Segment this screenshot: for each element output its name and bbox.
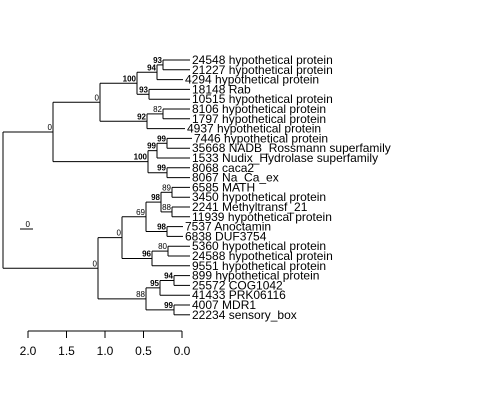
leaf-label: 8068 caca2 [192,161,254,175]
bootstrap-support-label: 89 [162,183,171,192]
leaf-label: 2241 Methyltransf_21 [192,200,308,214]
leaf-label: 4294 hypothetical protein [185,73,319,87]
bootstrap-support-label: 93 [139,85,148,94]
leaf-label: 7446 hypothetical protein [194,131,328,145]
leaf-label: 6838 DUF3754 [185,229,267,243]
bootstrap-support-label: 99 [164,301,173,310]
bootstrap-support-label: 82 [153,105,162,114]
bootstrap-support-label: 94 [147,63,156,72]
leaf-label: 25572 COG1042 [192,278,283,292]
leaf-label: 8106 hypothetical protein [192,102,326,116]
bootstrap-support-label: 88 [136,290,145,299]
leaf-label: 10515 hypothetical protein [192,92,333,106]
bootstrap-support-label: 0 [117,229,122,238]
bootstrap-support-label: 80 [158,242,167,251]
leaf-label: 5360 hypothetical protein [192,239,326,253]
leaf-label: 35668 NADB_Rossmann superfamily [192,141,391,155]
scale-tick-label: 1.5 [58,344,75,358]
bootstrap-support-label: 0 [95,93,100,102]
leaf-label: 1797 hypothetical protein [192,112,326,126]
bootstrap-support-label: 100 [123,74,137,83]
bootstrap-support-label: 88 [162,203,171,212]
leaf-label: 18148 Rab [192,82,251,96]
bootstrap-support-label: 69 [136,208,145,217]
leaf-label: 6585 MATH [192,180,255,194]
bootstrap-support-label: 0 [93,259,98,268]
bootstrap-support-label: 93 [153,56,162,65]
bootstrap-support-label: 99 [147,142,156,151]
leaf-label: 7537 Anoctamin [185,220,271,234]
root-support-label: 0 [26,220,31,229]
bootstrap-support-label: 99 [157,134,166,143]
bootstrap-support-label: 94 [164,272,173,281]
bootstrap-support-label: 99 [157,164,166,173]
bootstrap-support-label: 92 [137,112,146,121]
scale-tick-label: 1.0 [97,344,114,358]
scale-tick-label: 0.5 [135,344,152,358]
leaf-label: 21227 hypothetical protein [192,63,333,77]
leaf-label: 4937 hypothetical protein [187,122,321,136]
bootstrap-support-label: 0 [48,123,53,132]
leaf-label: 8067 Na_Ca_ex [192,171,279,185]
leaf-label: 3450 hypothetical protein [192,190,326,204]
leaf-label: 1533 Nudix_Hydrolase superfamily [192,151,378,165]
bootstrap-support-label: 98 [157,223,166,232]
scale-tick-label: 0.0 [174,344,191,358]
bootstrap-support-label: 96 [142,249,151,258]
bootstrap-support-label: 95 [150,279,159,288]
leaf-label: 899 hypothetical protein [192,269,319,283]
leaf-label: 22234 sensory_box [192,308,297,322]
leaf-label: 9551 hypothetical protein [192,259,326,273]
leaf-label: 11939 hypothetical protein [192,210,332,224]
bootstrap-support-label: 98 [151,193,160,202]
bootstrap-support-label: 100 [134,153,148,162]
leaf-label: 24588 hypothetical protein [192,249,333,263]
leaf-label: 4007 MDR1 [192,298,256,312]
leaf-label: 24548 hypothetical protein [192,53,333,67]
scale-tick-label: 2.0 [20,344,37,358]
leaf-label: 41433 PRK06116 [192,288,286,302]
